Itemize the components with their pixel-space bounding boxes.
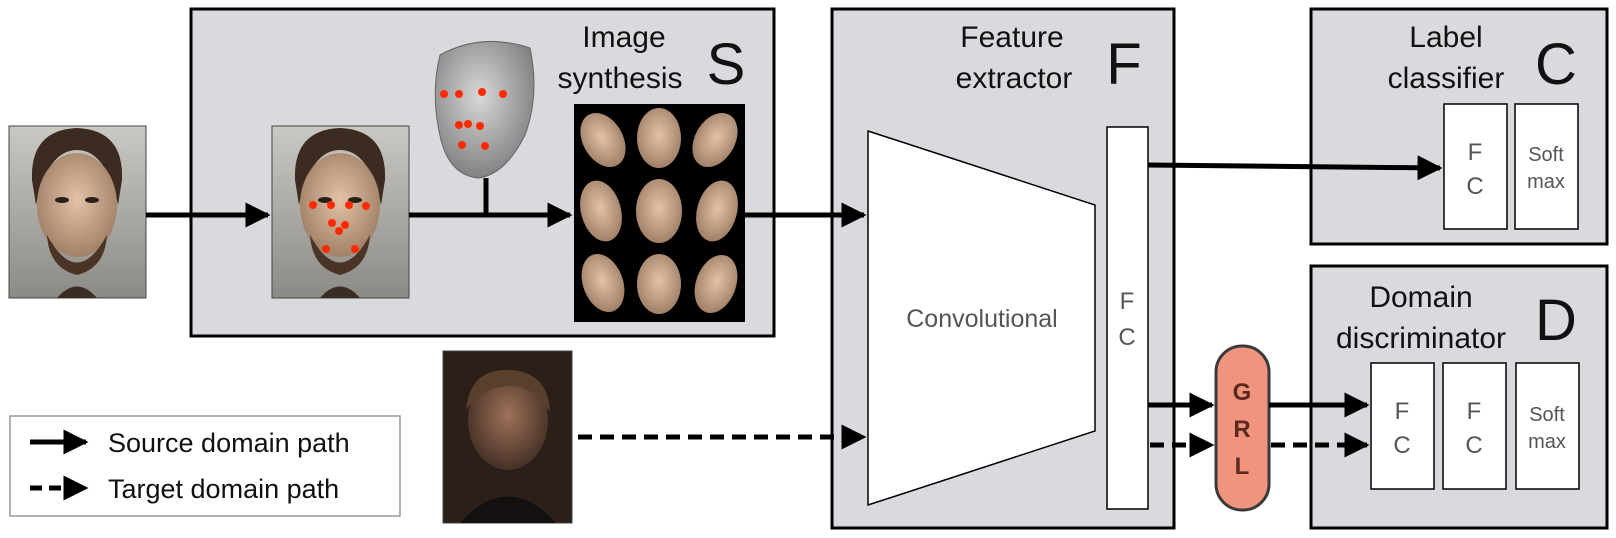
synthesis-title-line1: Image bbox=[582, 21, 665, 54]
discriminator-softmax-layer bbox=[1515, 362, 1580, 490]
discriminator-title-line1: Domain bbox=[1369, 281, 1472, 314]
convolutional-label: Convolutional bbox=[906, 305, 1058, 333]
legend: Source domain path Target domain path bbox=[9, 415, 401, 517]
classifier-letter: C bbox=[1535, 32, 1577, 97]
grl-label-line1: G bbox=[1233, 379, 1252, 406]
feature-fc-layer bbox=[1106, 126, 1149, 510]
discriminator-fc2-label-line1: F bbox=[1467, 398, 1482, 425]
grl-label-line3: L bbox=[1235, 453, 1250, 480]
discriminator-fc1-label-line2: C bbox=[1393, 432, 1410, 459]
discriminator-fc1-layer bbox=[1370, 362, 1435, 490]
classifier-fc-label-line1: F bbox=[1468, 139, 1483, 166]
discriminator-title-line2: discriminator bbox=[1336, 322, 1506, 355]
gradient-reversal-layer bbox=[1214, 344, 1271, 512]
discriminator-softmax-label-line2: max bbox=[1528, 431, 1566, 453]
facial-landmark-points bbox=[309, 201, 370, 253]
synthesis-letter: S bbox=[707, 32, 746, 97]
legend-source-label: Source domain path bbox=[108, 428, 350, 458]
3d-face-mesh bbox=[434, 40, 535, 179]
feature-letter: F bbox=[1106, 32, 1141, 97]
feature-fc-label-line2: C bbox=[1118, 324, 1135, 351]
synthesis-title-line2: synthesis bbox=[557, 62, 682, 95]
convolutional-block bbox=[867, 129, 1096, 507]
classifier-title-line2: classifier bbox=[1388, 62, 1505, 95]
feature-title-line1: Feature bbox=[960, 21, 1063, 54]
source-input-photo bbox=[8, 125, 147, 299]
classifier-softmax-label-line2: max bbox=[1527, 171, 1565, 193]
landmark-photo bbox=[271, 125, 410, 299]
grl-label-line2: R bbox=[1233, 416, 1250, 443]
synthesized-faces-grid bbox=[574, 104, 745, 322]
target-input-photo bbox=[442, 350, 573, 524]
legend-target-label: Target domain path bbox=[108, 474, 339, 504]
classifier-title-line1: Label bbox=[1409, 21, 1482, 54]
discriminator-letter: D bbox=[1535, 288, 1577, 353]
feature-fc-label-line1: F bbox=[1120, 288, 1135, 315]
classifier-fc-layer bbox=[1443, 103, 1508, 230]
source-domain-arrows bbox=[146, 155, 1443, 418]
discriminator-fc1-label-line1: F bbox=[1395, 398, 1410, 425]
feature-title-line2: extractor bbox=[956, 62, 1073, 95]
discriminator-softmax-label-line1: Soft bbox=[1529, 404, 1565, 426]
target-domain-arrows bbox=[578, 424, 1370, 458]
classifier-softmax-label-line1: Soft bbox=[1528, 144, 1564, 166]
classifier-fc-label-line2: C bbox=[1466, 173, 1483, 200]
classifier-softmax-layer bbox=[1514, 103, 1579, 230]
discriminator-fc2-label-line2: C bbox=[1465, 432, 1482, 459]
discriminator-fc2-layer bbox=[1442, 362, 1507, 490]
